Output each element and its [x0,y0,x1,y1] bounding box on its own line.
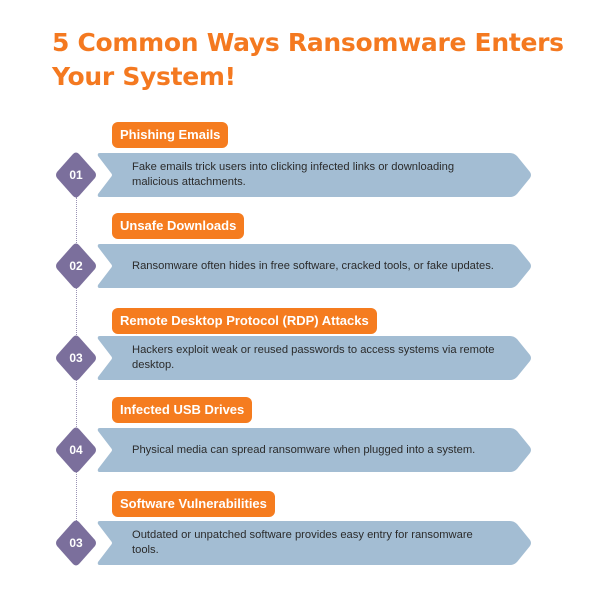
step-description: Outdated or unpatched software provides … [132,529,473,556]
diamond-shape [56,427,96,473]
banner-arrow-shape [97,428,531,472]
banner-arrow-shape [97,153,531,197]
step-number-badge: 02 [55,243,97,289]
step-number: 04 [69,443,83,457]
step-label: Phishing Emails [112,122,229,148]
step-banner: Outdated or unpatched software provides … [96,521,532,565]
banner-arrow-shape [97,244,531,288]
step-number-badge: 01 [55,152,97,198]
step-label: Software Vulnerabilities [112,491,275,517]
step-description: Physical media can spread ransomware whe… [132,443,476,456]
step-label: Remote Desktop Protocol (RDP) Attacks [112,308,377,334]
step-description: Ransomware often hides in free software,… [132,259,494,272]
step-number-badge: 03 [55,520,97,566]
diamond-shape [56,335,96,381]
step-banner: Physical media can spread ransomware whe… [96,428,532,472]
banner-arrow-shape [97,521,531,565]
step-label: Infected USB Drives [112,397,253,423]
step-number: 03 [69,536,83,550]
banner-arrow-shape [97,336,531,380]
step-number: 01 [69,168,83,182]
diamond-shape [56,520,96,566]
step-number: 03 [69,351,83,365]
step-banner: Fake emails trick users into clicking in… [96,153,532,197]
step-description: Fake emails trick users into clicking in… [132,161,455,188]
step-number-badge: 03 [55,335,97,381]
step-description: Hackers exploit weak or reused passwords… [132,344,495,371]
step-banner: Hackers exploit weak or reused passwords… [96,336,532,380]
step-number: 02 [69,259,83,273]
step-banner: Ransomware often hides in free software,… [96,244,532,288]
step-number-badge: 04 [55,427,97,473]
step-label: Unsafe Downloads [112,213,245,239]
page-title: 5 Common Ways Ransomware Enters Your Sys… [52,28,564,91]
diamond-shape [56,152,96,198]
diamond-shape [56,243,96,289]
